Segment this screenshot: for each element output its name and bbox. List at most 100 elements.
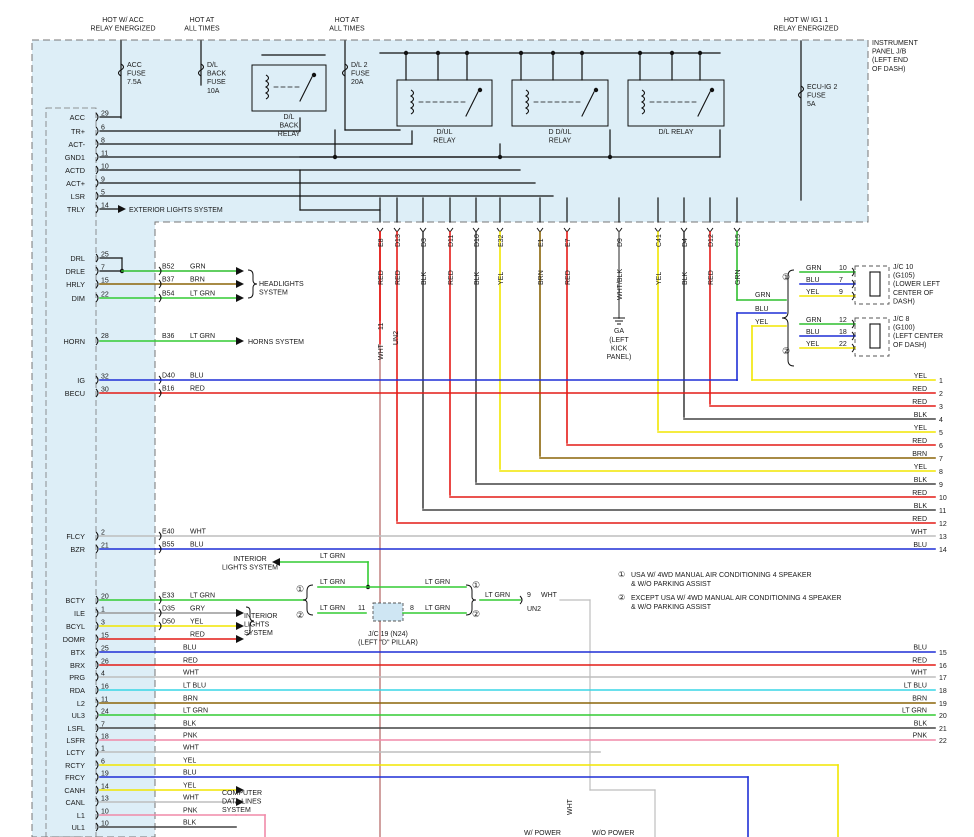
- relay-label-ddul: D D/UL: [549, 129, 572, 136]
- pin-num: 10: [101, 809, 109, 816]
- right-wire-num: 13: [939, 534, 947, 541]
- connector-mark: [95, 735, 99, 745]
- pin-num: 24: [101, 709, 109, 716]
- pin-acc: ACC: [70, 113, 85, 122]
- jc-side-yel: YEL: [755, 319, 768, 326]
- conn-code: E40: [162, 529, 175, 536]
- jc19-brace-right: [465, 584, 477, 616]
- arrow-right-icon: [236, 622, 244, 630]
- relay-coil-icon: [524, 89, 530, 115]
- vconn-color-d12: RED: [708, 270, 715, 285]
- bottom-right-num: 21: [939, 726, 947, 733]
- bottom-wire-color: BLK: [183, 820, 197, 827]
- pin-lcty: LCTY: [66, 748, 85, 757]
- bottom-right-num: 20: [939, 713, 947, 720]
- hl-color: LT GRN: [190, 291, 215, 298]
- relay-label-dlback: BACK: [279, 123, 298, 130]
- pin-num: 29: [101, 111, 109, 118]
- relay-switch: [697, 91, 711, 117]
- connector-mark: [95, 760, 99, 770]
- top-label-hot2: ALL TIMES: [329, 26, 365, 33]
- headlights-label: SYSTEM: [259, 290, 288, 297]
- pin-num: 14: [101, 203, 109, 210]
- interior-brace: [245, 606, 255, 636]
- pin-num: 15: [101, 633, 109, 640]
- pin-num: 5: [101, 190, 105, 197]
- jc10-wire-color: BLU: [806, 277, 820, 284]
- pin-num: 4: [101, 671, 105, 678]
- pin-ig: IG: [77, 376, 85, 385]
- connector-mark: [95, 266, 99, 276]
- note-text: EXCEPT USA W/ 4WD MANUAL AIR CONDITIONIN…: [631, 595, 841, 602]
- pin-num: 11: [101, 151, 108, 158]
- vconn-color-d3: BLK: [421, 271, 428, 285]
- vconn-code-d12: D12: [708, 234, 715, 247]
- jc-choice-2: ②: [782, 346, 790, 356]
- jc19-choice-2: ②: [296, 610, 304, 620]
- connector-mark: [851, 267, 855, 277]
- bottom-wire-color: WHT: [183, 745, 200, 752]
- connector-mark: [158, 388, 162, 398]
- connector-mark: [851, 343, 855, 353]
- pin-num: 8: [101, 138, 105, 145]
- panel-label: (LEFT END: [872, 57, 908, 64]
- relay-label-dl: D/L RELAY: [658, 129, 693, 136]
- panel-label: INSTRUMENT: [872, 40, 919, 47]
- connector-mark: [95, 126, 99, 136]
- relay-coil-icon: [264, 74, 270, 100]
- conn-code: D40: [162, 373, 175, 380]
- jc8-title: J/C 8: [893, 316, 909, 323]
- jc-brace: [781, 269, 795, 367]
- connector-mark: [95, 375, 99, 385]
- vconn-color-d13: RED: [395, 270, 402, 285]
- bottom-wire-color: YEL: [183, 783, 196, 790]
- relay-label-ddul: RELAY: [549, 138, 572, 145]
- pin-trly: TRLY: [67, 205, 85, 214]
- pin-bcyl: BCYL: [66, 622, 85, 631]
- arrow-right-icon: [236, 609, 244, 617]
- conn-color: GRY: [190, 606, 205, 613]
- right-wire-num: 8: [939, 469, 943, 476]
- right-wire-num: 5: [939, 430, 943, 437]
- arrow-right-icon: [118, 205, 126, 213]
- relay-label-dlback: RELAY: [278, 131, 301, 138]
- fuse-label-ecu: FUSE: [807, 93, 826, 100]
- jc8-title: OF DASH): [893, 342, 926, 349]
- right-wire-color: BLU: [913, 542, 927, 549]
- arrow-right-icon: [236, 635, 244, 643]
- pin-horn: HORN: [64, 337, 86, 346]
- hl-code: B54: [162, 291, 175, 298]
- jc10-wire-num: 10: [839, 265, 847, 272]
- junction-dot: [697, 50, 703, 56]
- bottom-wire-color: BLU: [183, 645, 197, 652]
- right-wire-color: YEL: [914, 464, 927, 471]
- right-wire-num: 2: [939, 391, 943, 398]
- right-wire-color: RED: [912, 386, 927, 393]
- right-wire-num: 3: [939, 404, 943, 411]
- interior-right-label: LIGHTS: [244, 622, 270, 629]
- relay-coil-icon: [640, 89, 646, 115]
- bottom-right-color: WHT: [911, 670, 928, 677]
- junction-dot: [464, 50, 470, 56]
- vconn-color-e8: RED: [378, 270, 385, 285]
- connector-mark: [95, 797, 99, 807]
- bottom-right-color: LT BLU: [904, 683, 927, 690]
- pin-num: 25: [101, 646, 109, 653]
- right-wire-color: RED: [912, 516, 927, 523]
- right-wire-color: BLK: [914, 412, 928, 419]
- pin-num: 25: [101, 252, 109, 259]
- pin-tr+: TR+: [71, 127, 85, 136]
- fuse-label-ecu: ECU-IG 2: [807, 84, 837, 91]
- jc10-wire-num: 9: [839, 289, 843, 296]
- conn-color: YEL: [190, 619, 203, 626]
- connector-mark: [851, 331, 855, 341]
- jc19-pin1: 11: [358, 605, 365, 612]
- jc8-box: [854, 317, 890, 357]
- pin-num: 10: [101, 164, 109, 171]
- pin-drl: DRL: [70, 254, 85, 263]
- vconn-code-d9: D9: [617, 238, 624, 247]
- wires-layer: [31, 39, 936, 837]
- bottom-wire-color: YEL: [183, 758, 196, 765]
- junction-dot: [497, 154, 503, 160]
- pin-drle: DRLE: [66, 267, 86, 276]
